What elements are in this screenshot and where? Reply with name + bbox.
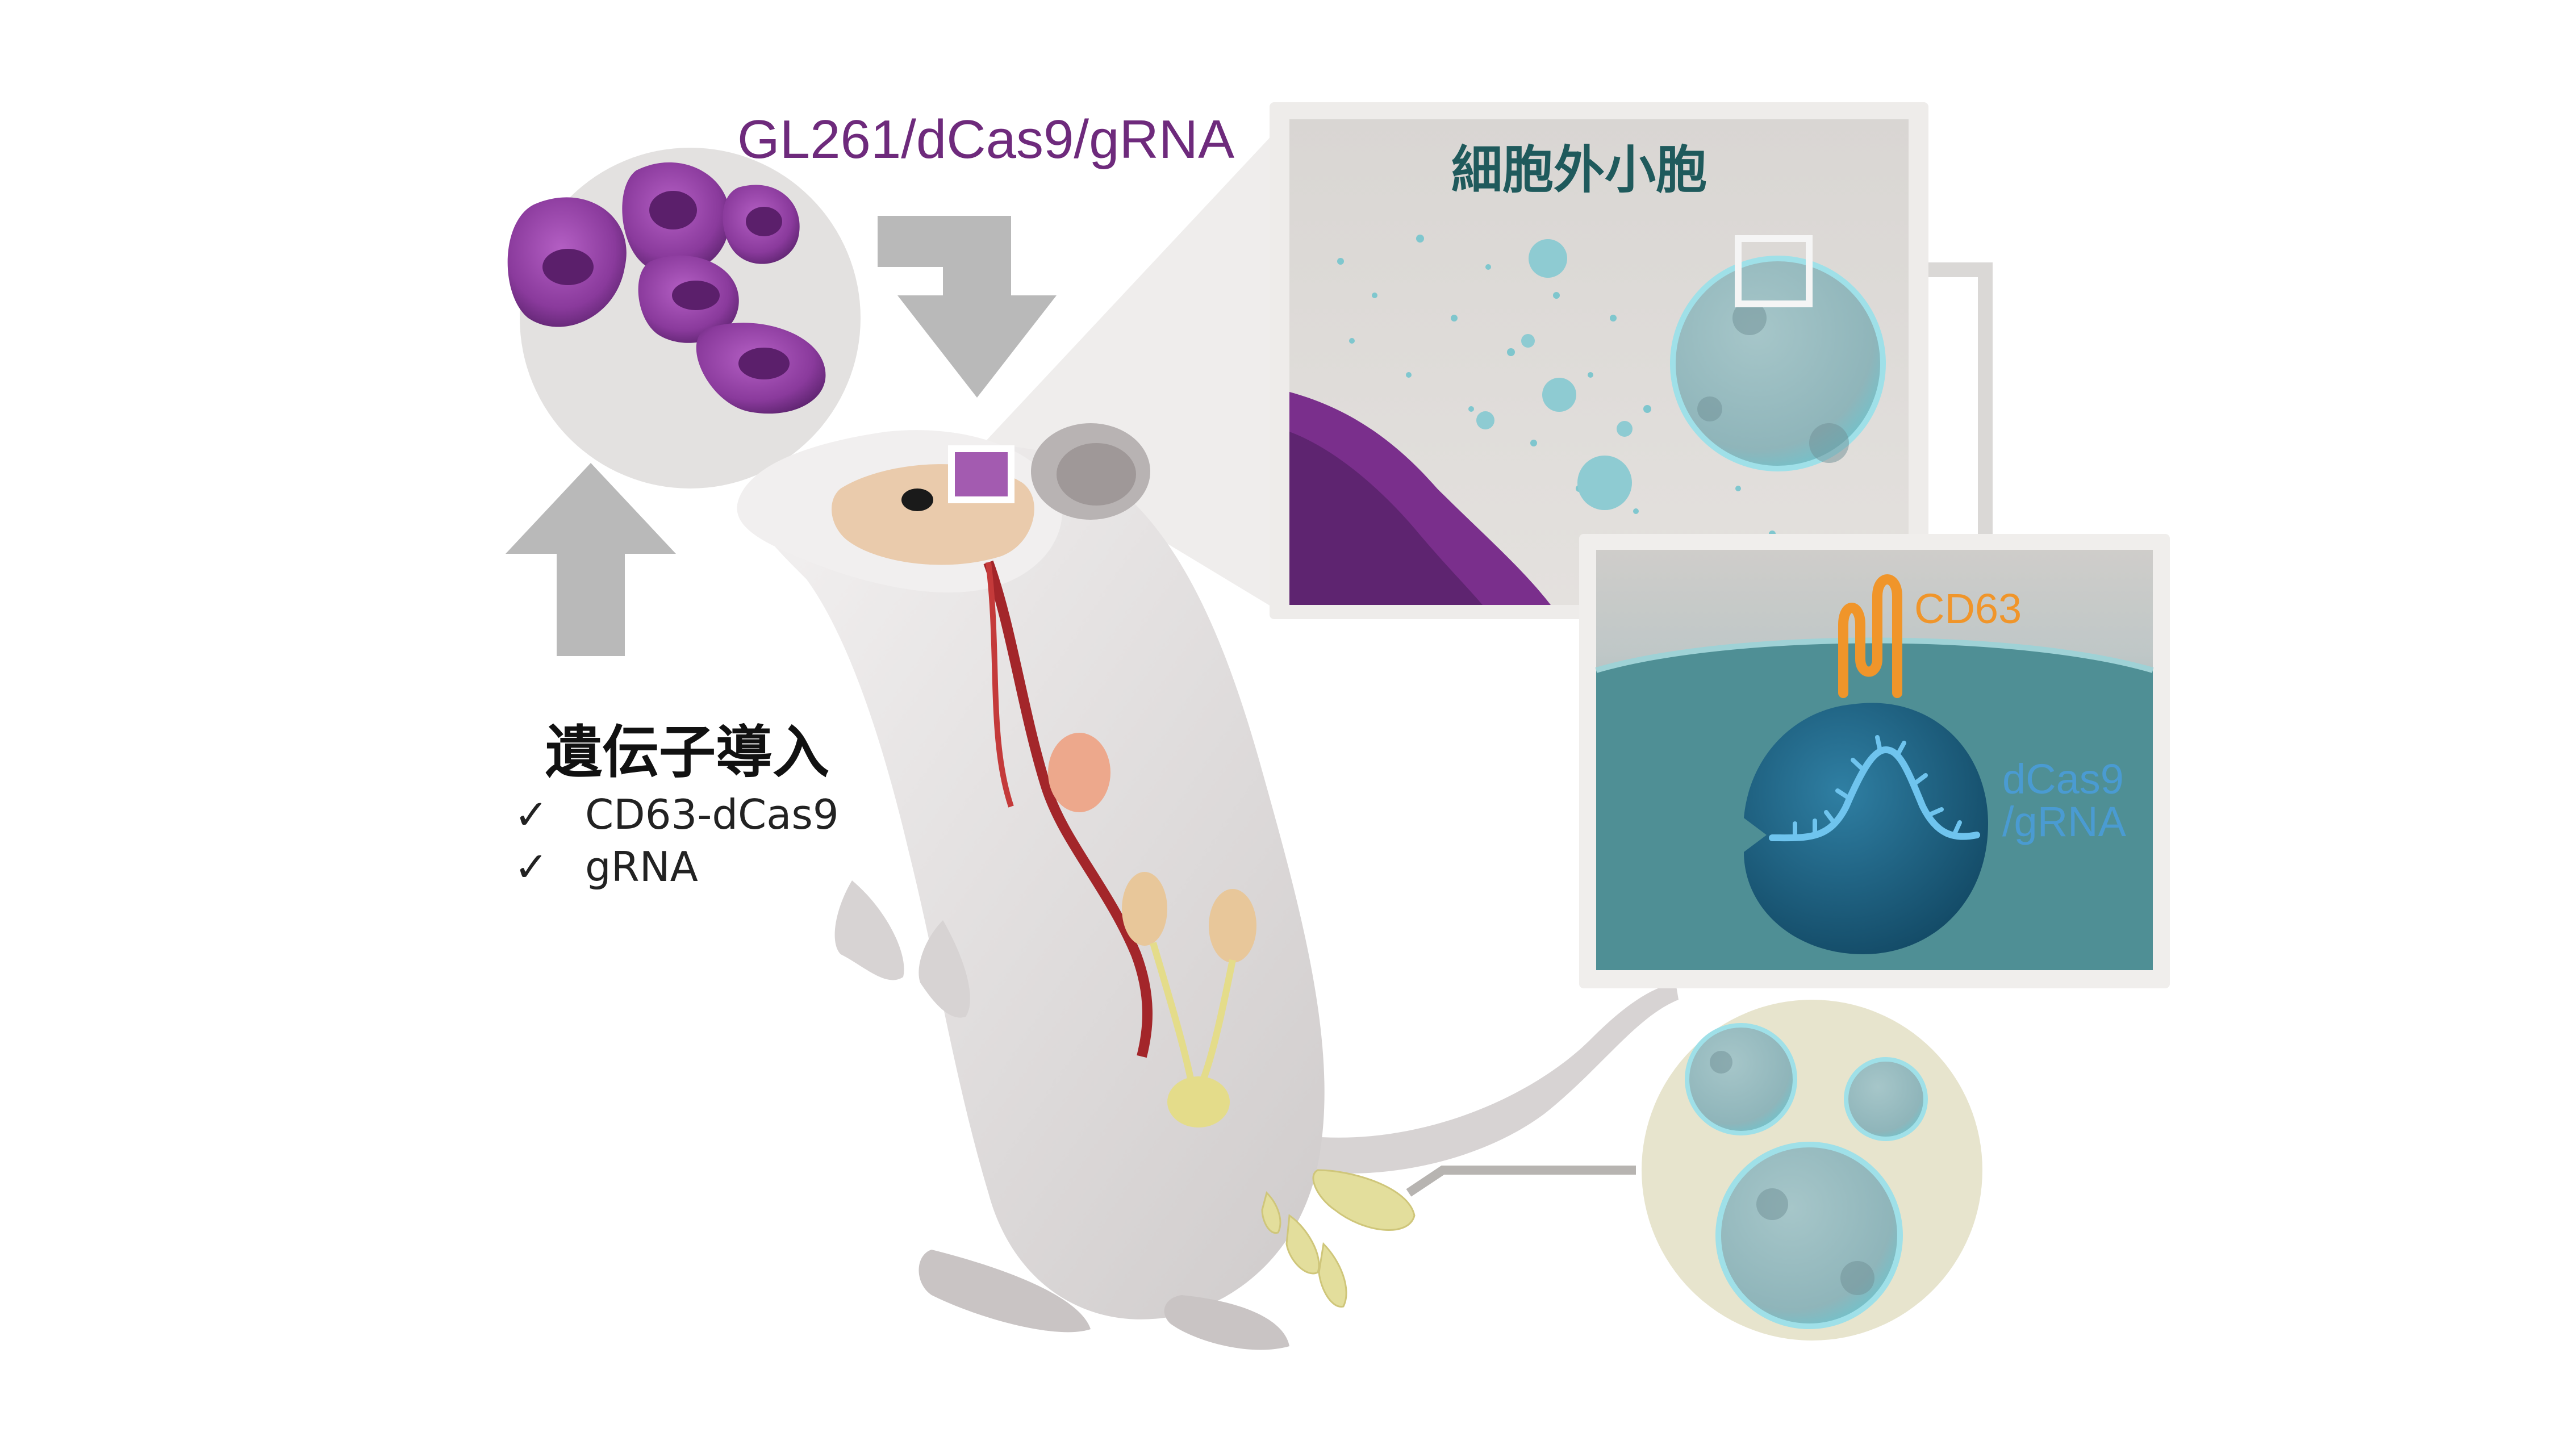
urine-vesicles-circle — [1642, 1000, 1982, 1341]
checklist-item: ✓ CD63-dCas9 — [514, 794, 839, 835]
checkmark-icon: ✓ — [514, 843, 549, 891]
checklist-item-text: CD63-dCas9 — [585, 791, 839, 838]
checkmark-icon: ✓ — [514, 791, 549, 838]
dcas9-protein — [1744, 703, 1988, 954]
glioma-cell-2 — [622, 162, 730, 274]
extracellular-vesicle-label: 細胞外小胞 — [1451, 140, 1707, 200]
cd63-dcas9-panel — [1579, 534, 2170, 988]
transfection-title: 遺伝子導入 — [545, 719, 829, 786]
glioma-cell-5 — [696, 323, 826, 414]
connector-urine-circle — [1406, 1166, 1636, 1197]
glioma-cell-1 — [507, 197, 627, 327]
arrow-up-icon — [506, 463, 676, 656]
dcas9-label: dCas9 — [2002, 755, 2124, 803]
urine-droplets — [1261, 1169, 1416, 1308]
checklist-item-text: gRNA — [585, 843, 698, 891]
tumor-site-box — [948, 445, 1014, 503]
cd63-protein — [1838, 574, 1902, 698]
cell-line-label: GL261/dCas9/gRNA — [737, 109, 1235, 170]
glioma-cell-3 — [723, 185, 800, 264]
zoom-box — [1735, 235, 1813, 307]
cd63-label: CD63 — [1914, 585, 2022, 632]
mouse — [737, 423, 1679, 1350]
grna-label: /gRNA — [2002, 798, 2126, 845]
zoom-cone — [960, 114, 1292, 619]
ev-panel — [1270, 102, 1928, 619]
checklist-item: ✓gRNA — [514, 846, 698, 887]
arrow-down-bent-icon — [878, 216, 1057, 398]
glioma-cell-4 — [638, 255, 739, 343]
cell-culture-circle — [507, 148, 861, 488]
